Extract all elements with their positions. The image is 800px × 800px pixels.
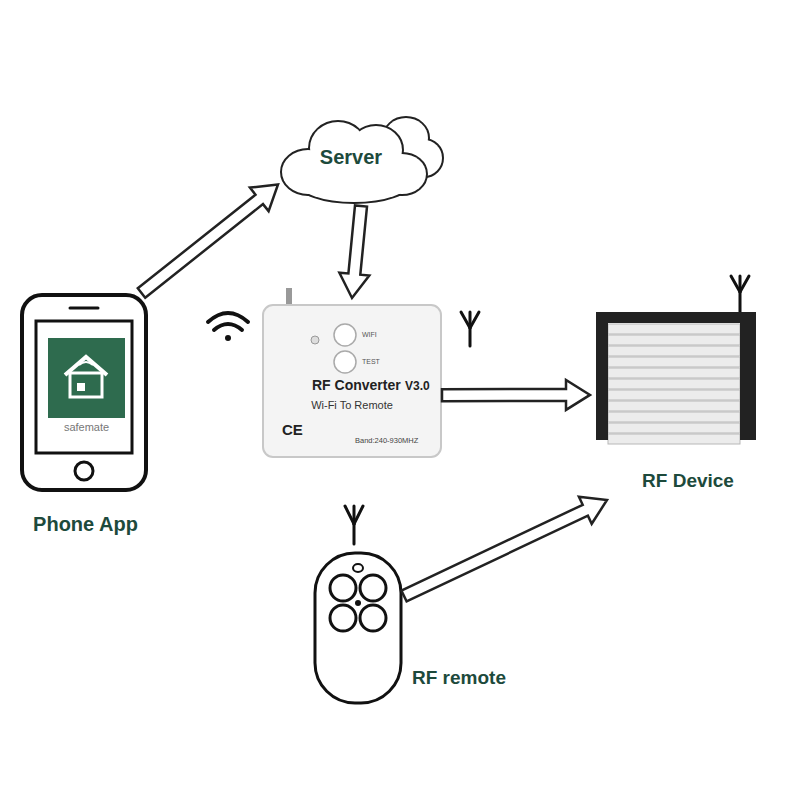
hollow-arrow [138, 184, 278, 297]
wifi-symbol [208, 313, 248, 341]
node-label: RF Device [603, 471, 773, 492]
node-label: Server [268, 146, 434, 168]
antenna-symbol [461, 312, 479, 346]
rf-device: RF Device [590, 270, 760, 500]
rf-remote: RF remote [312, 548, 404, 708]
button-label: WIFI [362, 331, 377, 339]
hollow-arrow [442, 380, 590, 410]
version-label: V3.0 [405, 380, 430, 393]
hollow-arrow [339, 205, 369, 298]
node-label: RF remote [412, 668, 506, 689]
device-name: RF Converter [312, 378, 401, 393]
hollow-arrow [401, 497, 607, 602]
phone-app: safematePhone App [20, 293, 155, 543]
button-label: TEST [362, 358, 380, 366]
rf-remote-shape [312, 548, 404, 708]
rf-device-shape [590, 270, 760, 500]
server-cloud: Server [278, 108, 444, 206]
antenna-symbol [345, 506, 363, 544]
band-label: Band:240-930MHZ [355, 437, 418, 445]
phone-app-shape [20, 293, 155, 543]
rf-converter: WIFI TEST RF Converter V3.0Wi-Fi To RemoteC… [262, 298, 442, 460]
ce-mark: CE [282, 422, 303, 439]
node-label: Phone App [8, 513, 163, 535]
device-subtitle: Wi-Fi To Remote [262, 399, 442, 411]
app-name: safemate [48, 421, 125, 433]
